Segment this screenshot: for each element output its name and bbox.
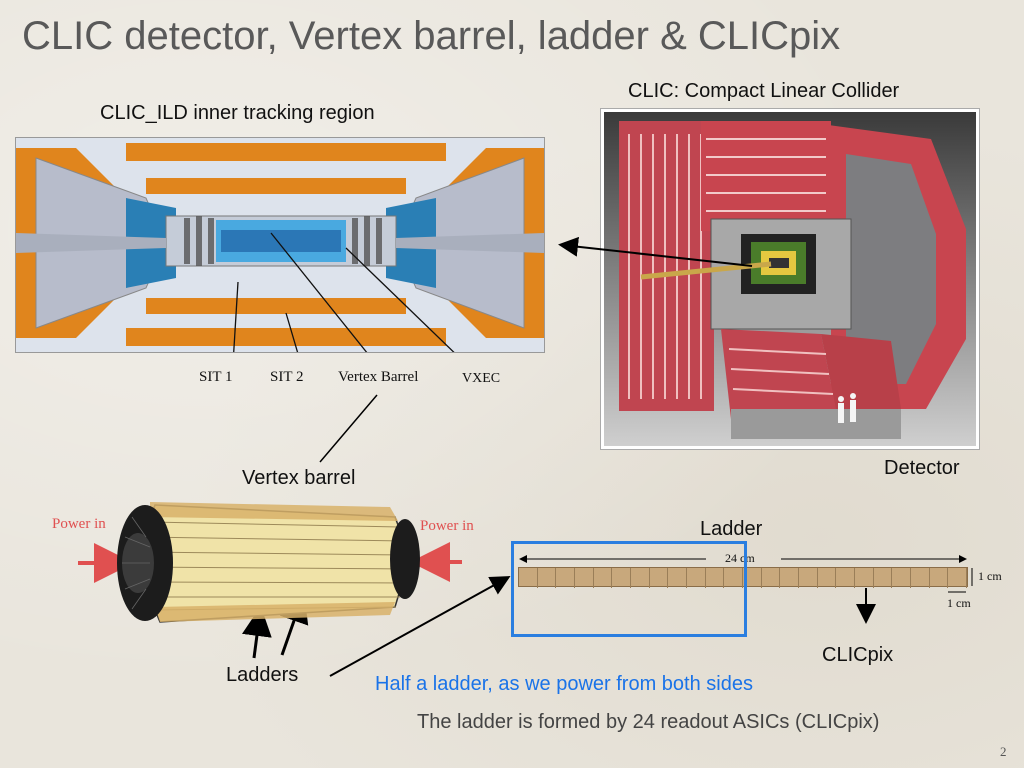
detector-to-tracking-arrow (558, 236, 753, 267)
ladder-strip (518, 567, 968, 588)
clicpix-chip (743, 568, 762, 588)
clicpix-chip (911, 568, 930, 588)
label-sit2: SIT 2 (270, 369, 304, 385)
clicpix-chip (799, 568, 818, 588)
ladder-formed-note: The ladder is formed by 24 readout ASICs… (417, 711, 880, 733)
clicpix-chip (836, 568, 855, 588)
slide-title: CLIC detector, Vertex barrel, ladder & C… (22, 14, 841, 58)
ladder-width-label: 1 cm (978, 569, 1002, 583)
tracking-region-drawing (16, 138, 544, 365)
clicpix-chip (724, 568, 743, 588)
clicpix-chip (631, 568, 650, 588)
clicpix-chip (519, 568, 538, 588)
clicpix-chip (556, 568, 575, 588)
ladder-length-label: 24 cm (725, 551, 755, 565)
clicpix-chip (687, 568, 706, 588)
clicpix-chip (818, 568, 837, 588)
label-vxec: VXEC (462, 371, 501, 386)
clicpix-chip (762, 568, 781, 588)
half-ladder-note: Half a ladder, as we power from both sid… (375, 673, 753, 695)
vertex-barrel-caption: Vertex barrel (242, 467, 356, 489)
tracking-region-image (15, 137, 545, 365)
ladders-to-ladder-arrow (329, 576, 511, 677)
vertex-barrel-drawing (117, 502, 420, 623)
page-number: 2 (1000, 744, 1007, 759)
clicpix-chip (855, 568, 874, 588)
power-in-right: Power in (420, 518, 474, 534)
tracking-region-caption: CLIC_ILD inner tracking region (100, 102, 375, 124)
chip-size-label: 1 cm (947, 596, 971, 610)
ladders-label: Ladders (226, 664, 299, 686)
clicpix-chip (706, 568, 725, 588)
clicpix-chip (538, 568, 557, 588)
half-ladder-highlight-box (511, 541, 747, 637)
clicpix-chip (780, 568, 799, 588)
vertex-barrel-pointer (319, 394, 378, 463)
detector-label: Detector (884, 457, 960, 479)
clicpix-chip (948, 568, 967, 588)
label-vertex-barrel: Vertex Barrel (338, 369, 419, 385)
ladders-arrow-1 (242, 606, 272, 659)
vertex-barrel-image (110, 497, 420, 627)
clic-caption: CLIC: Compact Linear Collider (628, 80, 900, 102)
clicpix-chip (575, 568, 594, 588)
clicpix-chip (594, 568, 613, 588)
clicpix-chip (668, 568, 687, 588)
clicpix-chip (892, 568, 911, 588)
detector-drawing (604, 112, 976, 446)
clicpix-label: CLICpix (822, 644, 894, 666)
ladder-caption: Ladder (700, 518, 763, 540)
clicpix-chip (874, 568, 893, 588)
label-sit1: SIT 1 (199, 369, 233, 385)
power-in-left: Power in (52, 516, 106, 532)
clicpix-chip (930, 568, 949, 588)
clicpix-chip (612, 568, 631, 588)
clicpix-chip (650, 568, 669, 588)
detector-image (600, 108, 980, 450)
